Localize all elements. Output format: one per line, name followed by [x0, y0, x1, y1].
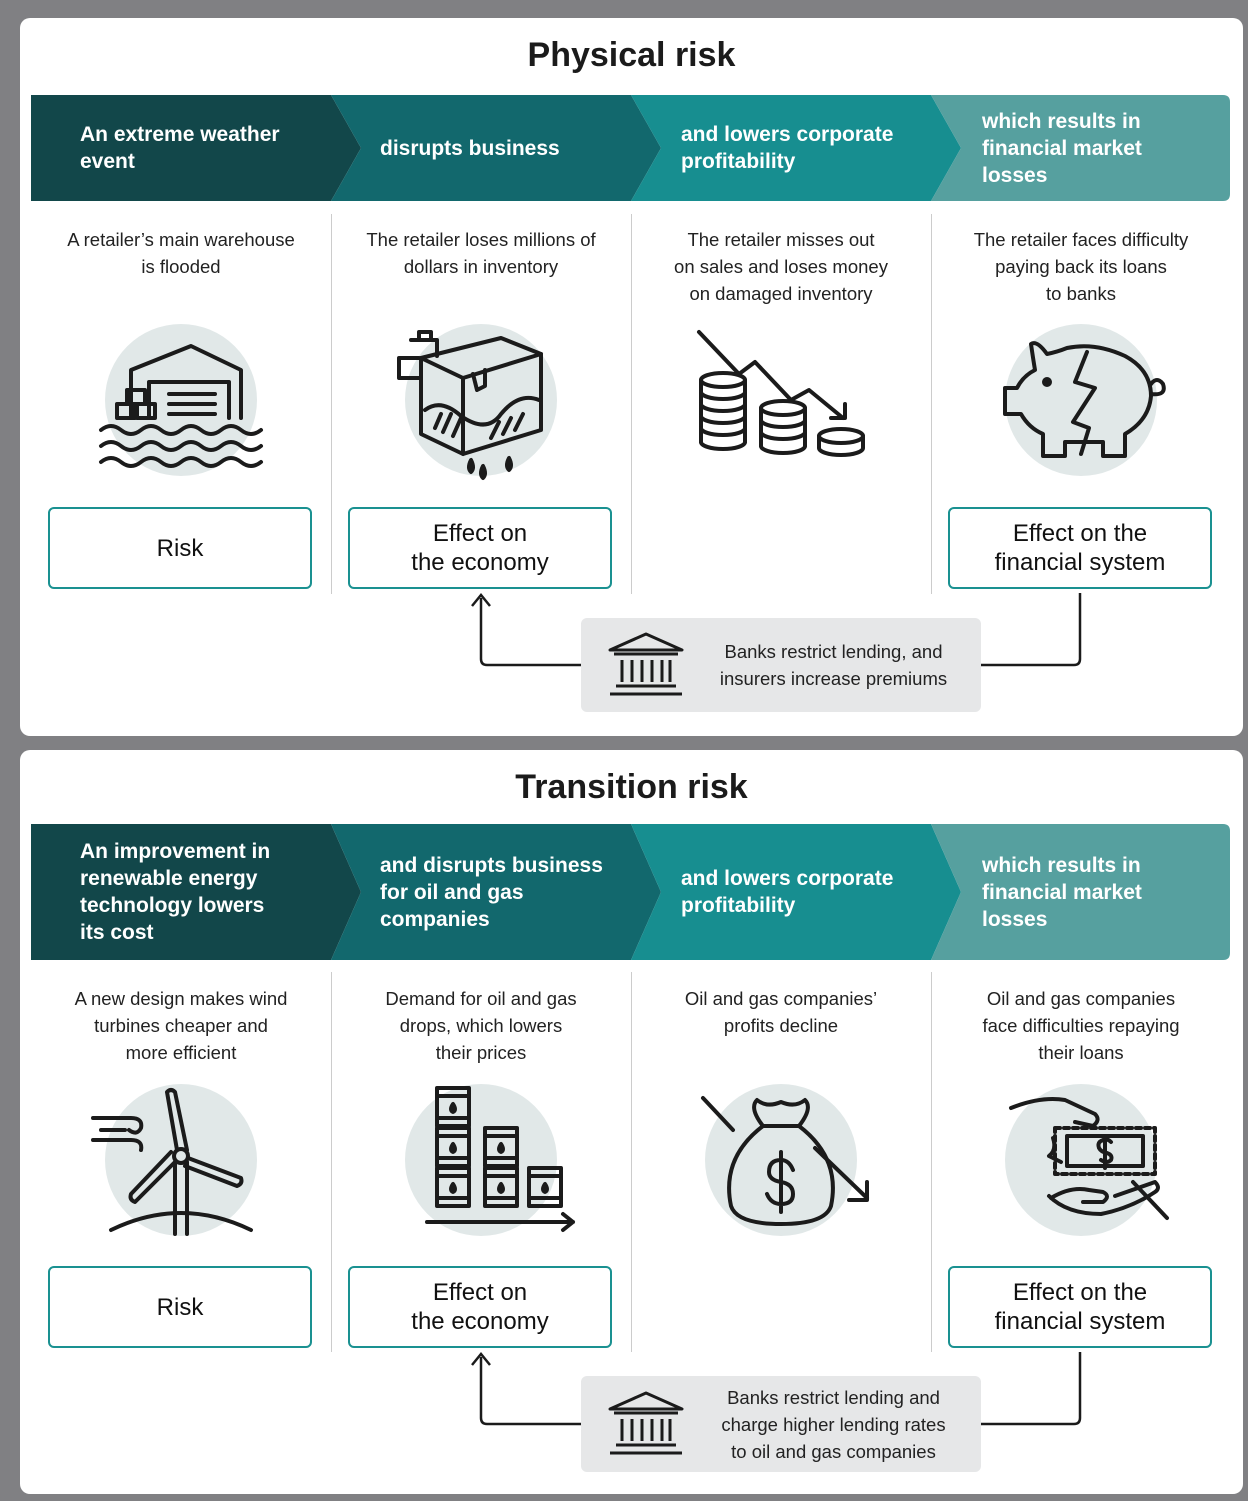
- column-divider: [331, 972, 332, 1352]
- broken-piggy-bank-icon: [991, 318, 1171, 478]
- step-chevron-4: [931, 824, 1230, 960]
- bank-icon: [606, 1389, 686, 1459]
- step-chevron-2: [331, 95, 661, 201]
- column-divider: [631, 972, 632, 1352]
- risk-box: Risk: [48, 1266, 312, 1348]
- column-divider: [931, 972, 932, 1352]
- step-chevron-4: [931, 95, 1230, 201]
- money-bag-decline-icon: [691, 1078, 871, 1238]
- flooded-warehouse-icon: [91, 318, 271, 478]
- panel-title: Transition risk: [515, 768, 748, 806]
- damaged-box-icon: [391, 318, 571, 480]
- hand-money-icon: [991, 1078, 1171, 1238]
- step-chevron-3: [631, 824, 961, 960]
- declining-coins-icon: [691, 318, 871, 478]
- column-divider: [331, 214, 332, 594]
- oil-barrels-decline-icon: [391, 1078, 575, 1238]
- description-3: Oil and gas companies’profits decline: [684, 988, 878, 1036]
- bank-icon: [606, 630, 686, 700]
- step-chevron-2: [331, 824, 661, 960]
- step-chevron-1: [31, 824, 361, 960]
- column-divider: [931, 214, 932, 594]
- step-chevron-3: [631, 95, 961, 201]
- step-chevron-1: [31, 95, 361, 201]
- step-2-text: disrupts business: [380, 136, 560, 160]
- panel-title: Physical risk: [527, 36, 736, 74]
- risk-box: Risk: [48, 507, 312, 589]
- column-divider: [631, 214, 632, 594]
- wind-turbine-icon: [91, 1078, 271, 1238]
